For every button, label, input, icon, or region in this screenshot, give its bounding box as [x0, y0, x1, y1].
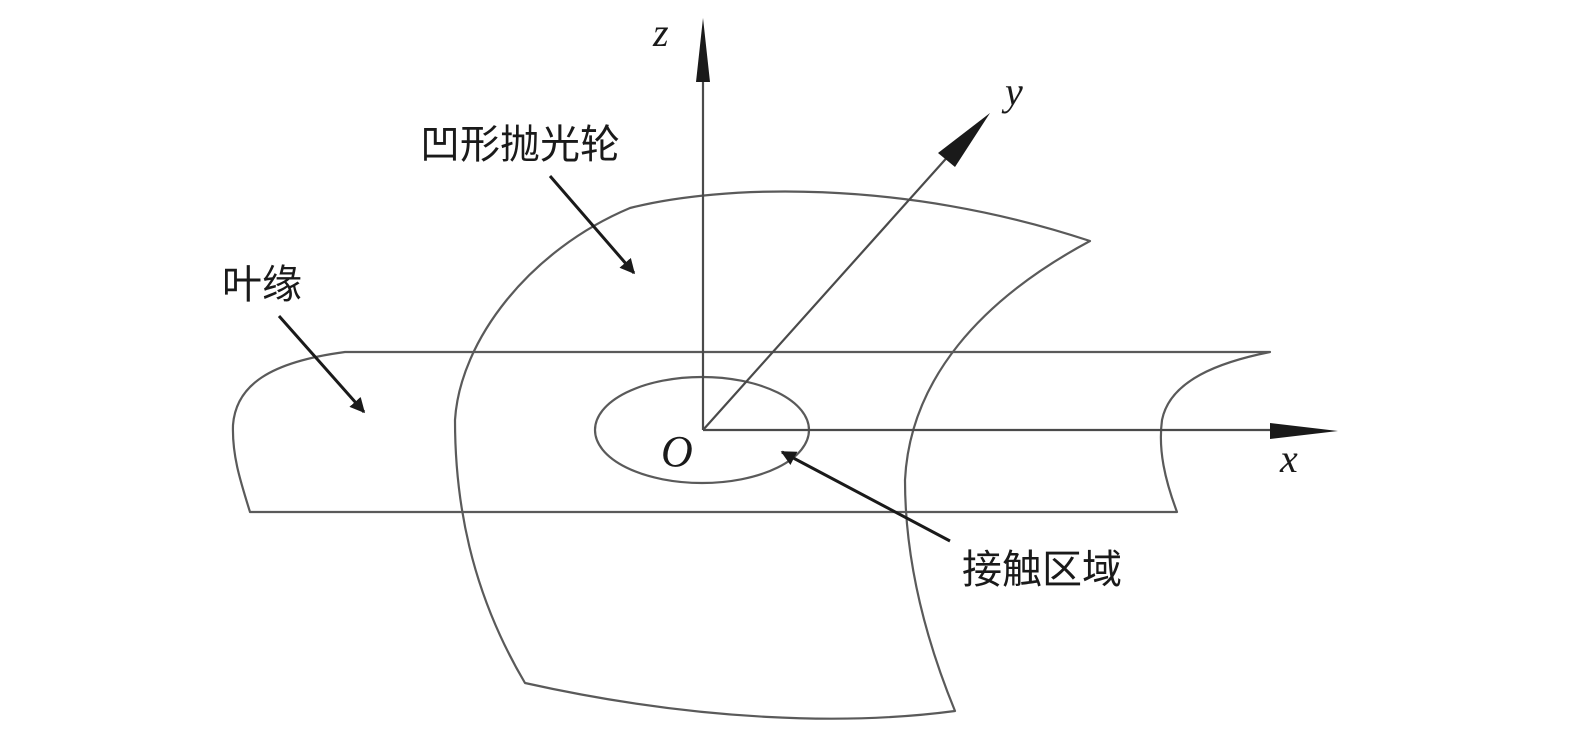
blade-edge-outline [231, 350, 1272, 514]
concave-polishing-wheel-outline [453, 190, 1092, 720]
edge-pointer-arrow [277, 315, 366, 414]
y-axis-label: y [1001, 69, 1023, 114]
contact-region-label: 接触区域 [962, 547, 1122, 593]
edge-label: 叶缘 [222, 262, 302, 308]
x-axis-arrowhead [1270, 423, 1338, 439]
y-axis-line [702, 142, 961, 431]
x-axis-label: x [1279, 436, 1298, 481]
z-axis-arrowhead [696, 18, 710, 82]
z-axis-label: z [652, 10, 669, 55]
wheel-label: 凹形抛光轮 [420, 122, 620, 168]
origin-label: O [661, 427, 693, 476]
wheel-pointer-arrow [548, 175, 636, 275]
contact-pointer-arrow [780, 450, 951, 543]
y-axis-arrowhead [938, 113, 990, 167]
